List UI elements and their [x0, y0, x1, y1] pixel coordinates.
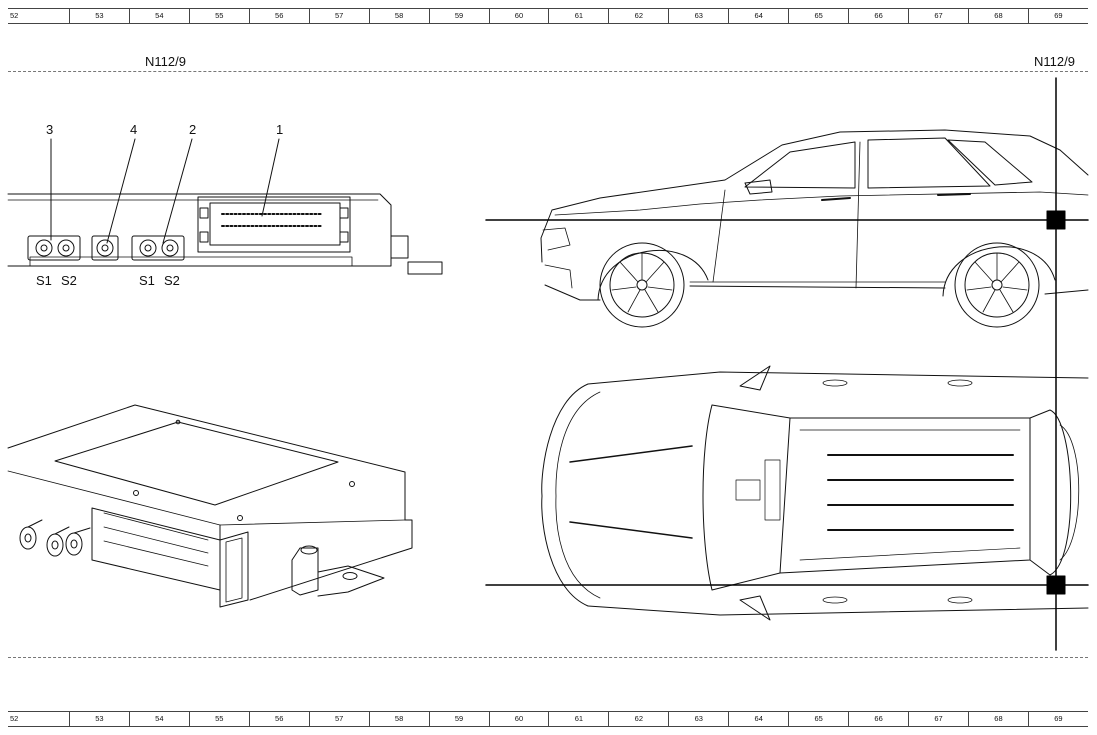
ruler-cell: 62: [608, 712, 668, 726]
ruler-cell: 63: [668, 9, 728, 23]
grid-ruler-top: 52 53 54 55 56 57 58 59 60 61 62 63 64 6…: [8, 8, 1088, 24]
grid-ruler-bottom: 52 53 54 55 56 57 58 59 60 61 62 63 64 6…: [8, 711, 1088, 727]
ruler-cell: 60: [488, 9, 549, 23]
vehicle-top-view: [541, 365, 1089, 621]
callout-leader-4: [106, 138, 136, 244]
vehicle-side-view: [540, 129, 1089, 328]
ruler-cell: 53: [68, 9, 129, 23]
ruler-cell: 68: [968, 9, 1028, 23]
ruler-cell: 52: [10, 11, 19, 20]
socket-label-s2: S2: [61, 273, 77, 288]
ruler-cell: 66: [848, 9, 908, 23]
ruler-cell: 65: [788, 712, 848, 726]
ruler-cell: 67: [908, 9, 968, 23]
ruler-cell: 69: [1027, 9, 1088, 23]
control-unit-side-view: [7, 138, 443, 275]
ruler-cell: 54: [128, 712, 189, 726]
component-label-right: N112/9: [1034, 54, 1075, 69]
ruler-cell: 56: [248, 712, 309, 726]
socket-label-s1: S1: [139, 273, 155, 288]
ruler-cell: 69: [1027, 712, 1088, 726]
callout-leader-1: [261, 138, 280, 217]
coax-socket-single: [91, 235, 119, 261]
callout-2: 2: [189, 122, 196, 137]
main-connector: [197, 196, 351, 253]
coax-socket-group-right: [131, 235, 185, 261]
ruler-cell: 60: [488, 712, 549, 726]
ruler-cell: 58: [368, 9, 429, 23]
ruler-cell: 64: [728, 712, 788, 726]
callout-leader-2: [162, 138, 193, 244]
ruler-cell: 62: [608, 9, 668, 23]
ruler-cell: 67: [908, 712, 968, 726]
ruler-cell: 55: [188, 9, 249, 23]
control-unit-isometric-view: [7, 404, 413, 608]
ruler-cell: 59: [428, 9, 489, 23]
location-marker-top: [1046, 575, 1066, 595]
location-marker-side: [1046, 210, 1066, 230]
ruler-cell: 54: [128, 9, 189, 23]
location-indicator: [485, 77, 1089, 651]
ruler-cell: 68: [968, 712, 1028, 726]
callout-3: 3: [46, 122, 53, 137]
component-label-left: N112/9: [145, 54, 186, 69]
dashed-border-bottom: [8, 657, 1088, 658]
ruler-cell: 57: [308, 712, 369, 726]
ruler-cell: 58: [368, 712, 429, 726]
ruler-cell: 65: [788, 9, 848, 23]
ruler-cell: 63: [668, 712, 728, 726]
callout-4: 4: [130, 122, 137, 137]
ruler-cell: 53: [68, 712, 129, 726]
ruler-cell: 57: [308, 9, 369, 23]
ruler-cell: 55: [188, 712, 249, 726]
ruler-cell: 52: [10, 714, 19, 723]
coax-socket-group-left: [27, 235, 81, 261]
dashed-border-top: [8, 71, 1088, 72]
ruler-cell: 64: [728, 9, 788, 23]
ruler-cell: 61: [548, 9, 608, 23]
socket-label-s2: S2: [164, 273, 180, 288]
ruler-cell: 56: [248, 9, 309, 23]
socket-label-s1: S1: [36, 273, 52, 288]
callout-1: 1: [276, 122, 283, 137]
ruler-cell: 59: [428, 712, 489, 726]
ruler-cell: 61: [548, 712, 608, 726]
ruler-cell: 66: [848, 712, 908, 726]
